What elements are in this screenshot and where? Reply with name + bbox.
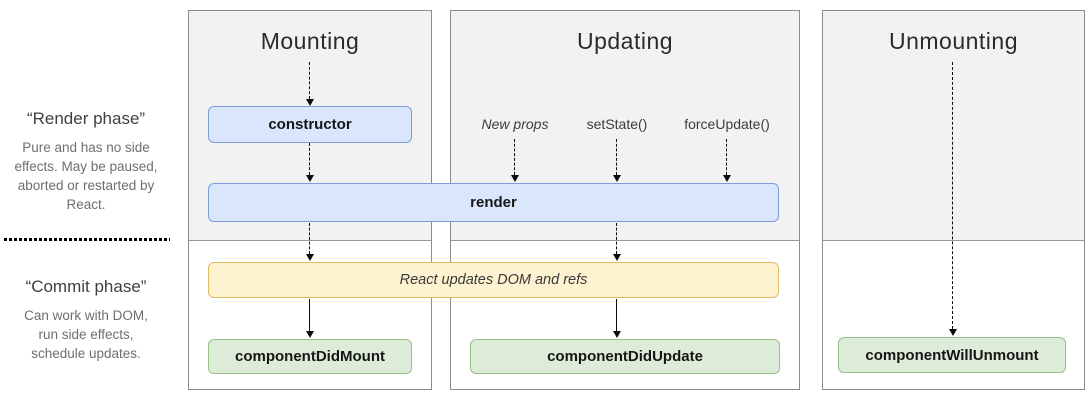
component-will-unmount-box[interactable]: componentWillUnmount — [838, 337, 1066, 373]
commit-phase-text-line: schedule updates. — [31, 346, 141, 361]
phase-divider-dotted-line — [4, 238, 170, 241]
render-box[interactable]: render — [208, 183, 779, 222]
render-phase-text-line: Pure and has no side — [22, 140, 150, 155]
column-title-updating: Updating — [576, 28, 674, 54]
react-updates-dom-box: React updates DOM and refs — [208, 262, 779, 298]
commit-phase-description: “Commit phase” Can work with DOM, run si… — [0, 277, 172, 363]
constructor-box[interactable]: constructor — [208, 106, 412, 143]
render-phase-description: “Render phase” Pure and has no side effe… — [0, 109, 172, 214]
commit-phase-text-line: run side effects, — [38, 327, 134, 342]
render-phase-title: “Render phase” — [26, 109, 146, 128]
component-did-update-box[interactable]: componentDidUpdate — [470, 339, 780, 374]
column-unmounting: Unmounting — [822, 10, 1085, 390]
unmounting-render-phase-area — [823, 11, 1084, 241]
trigger-set-state: setState() — [586, 116, 648, 132]
commit-phase-title: “Commit phase” — [25, 277, 147, 296]
column-title-unmounting: Unmounting — [888, 28, 1019, 54]
component-did-mount-box[interactable]: componentDidMount — [208, 339, 412, 374]
commit-phase-text-line: Can work with DOM, — [24, 308, 148, 323]
render-phase-text-line: React. — [66, 197, 106, 212]
column-title-mounting: Mounting — [260, 28, 360, 54]
render-phase-text-line: effects. May be paused, — [14, 159, 158, 174]
trigger-force-update: forceUpdate() — [684, 116, 770, 132]
trigger-new-props: New props — [481, 116, 549, 132]
render-phase-text-line: aborted or restarted by — [17, 178, 155, 193]
